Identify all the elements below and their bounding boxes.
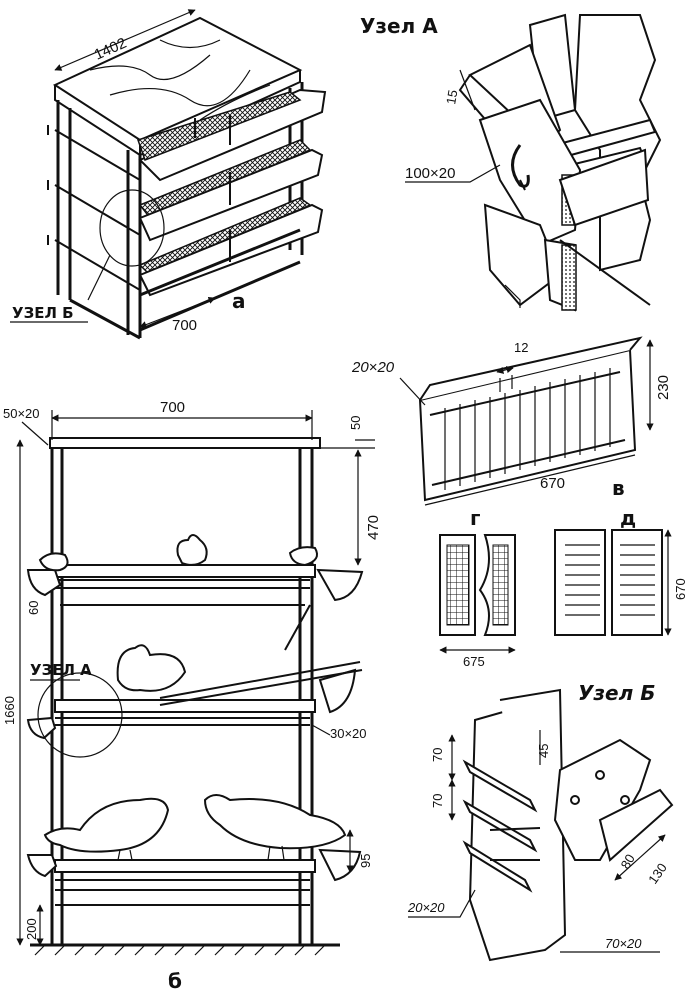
dim-70-top: 70 xyxy=(430,748,445,762)
hen-left xyxy=(43,797,170,853)
dim-20x20-b: 20×20 xyxy=(407,900,445,915)
dim-700-a: 700 xyxy=(172,317,197,334)
dim-100x20: 100×20 xyxy=(405,165,455,182)
dim-50x20: 50×20 xyxy=(3,406,40,421)
node-a-title: Узел А xyxy=(360,14,438,38)
dim-70x20: 70×20 xyxy=(605,936,642,951)
panel-b-front-view: 700 50×20 50 470 1660 60 УЗЕЛ А 30×20 95… xyxy=(2,399,382,993)
dim-230: 230 xyxy=(655,375,672,400)
node-a-label: УЗЕЛ А xyxy=(30,661,92,679)
chick-top xyxy=(176,534,208,566)
dim-30x20: 30×20 xyxy=(330,726,367,741)
panel-node-a: Узел А 15 100×20 xyxy=(360,13,662,312)
panel-d-slatted-door: 670 д xyxy=(554,506,688,636)
dim-60: 60 xyxy=(26,601,41,615)
panel-node-b: Узел Б 70 70 45 80 130 20×20 70×20 xyxy=(407,681,674,962)
dim-45: 45 xyxy=(536,744,551,758)
node-b-marker xyxy=(99,189,165,267)
dim-95: 95 xyxy=(358,854,373,868)
dim-670-d: 670 xyxy=(673,578,688,600)
dim-700-b: 700 xyxy=(160,399,185,416)
dim-675: 675 xyxy=(463,654,485,669)
dim-50: 50 xyxy=(348,416,363,430)
dim-12: 12 xyxy=(514,340,528,355)
panel-a-isometric-cage: 1402 700 а УЗЕЛ Б xyxy=(10,9,327,340)
node-b-leader-label: УЗЕЛ Б xyxy=(12,304,74,322)
panel-g-mesh-door: 675 г xyxy=(439,506,516,669)
dim-130: 130 xyxy=(645,860,670,886)
dim-470: 470 xyxy=(365,515,382,540)
dim-670-v: 670 xyxy=(540,475,565,492)
panel-a-letter: а xyxy=(232,289,246,313)
hen-right xyxy=(203,794,347,850)
node-a-marker xyxy=(37,672,123,758)
panel-g-letter: г xyxy=(470,506,480,530)
panel-b-letter: б xyxy=(168,969,182,993)
dim-70-bottom: 70 xyxy=(430,794,445,808)
dim-1660: 1660 xyxy=(2,696,17,725)
node-b-title: Узел Б xyxy=(578,681,655,705)
hen-middle xyxy=(116,644,187,692)
dim-15: 15 xyxy=(443,89,460,106)
dim-20x20-v: 20×20 xyxy=(351,359,395,376)
panel-v-letter: в xyxy=(612,476,625,500)
panel-d-letter: д xyxy=(620,506,636,530)
panel-v-door: 12 20×20 230 670 в xyxy=(351,336,672,506)
dim-200: 200 xyxy=(24,918,39,940)
